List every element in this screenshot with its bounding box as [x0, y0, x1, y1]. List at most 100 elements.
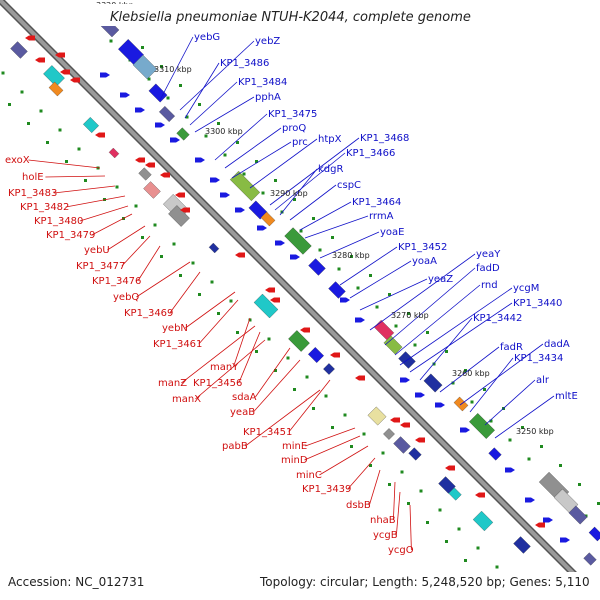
forward-gene-label: yoaA [412, 256, 437, 267]
reverse-leader-line [91, 213, 133, 236]
reverse-gene-arrow [95, 132, 105, 138]
reverse-gene-label: minC [296, 470, 322, 481]
forward-gene-block [284, 227, 312, 255]
reverse-gene-arrow [25, 35, 35, 41]
forward-gene-arrow [543, 517, 553, 523]
forward-leader-line [189, 81, 238, 126]
reverse-leader-line [319, 445, 369, 476]
reverse-gene-arrow [270, 297, 280, 303]
reverse-leader-line [137, 245, 161, 282]
forward-gene-block [308, 258, 326, 276]
forward-gene-arrow [560, 537, 570, 543]
reverse-gene-block [513, 536, 531, 554]
reverse-gene-arrow [300, 327, 310, 333]
track-dot [198, 293, 201, 296]
track-dot [166, 96, 170, 100]
forward-gene-arrow [195, 157, 205, 163]
accession-text: Accession: NC_012731 [8, 575, 144, 589]
forward-gene-label: KP1_3434 [514, 353, 563, 364]
forward-gene-block [159, 106, 175, 122]
forward-gene-block [383, 335, 403, 355]
reverse-leader-line [107, 225, 146, 251]
reverse-leader-line [304, 435, 361, 461]
track-dot [457, 527, 461, 531]
reverse-gene-label: KP1_3461 [153, 339, 202, 350]
reverse-gene-arrow [355, 375, 365, 381]
reverse-gene-block [383, 428, 395, 440]
forward-gene-label: ycgM [513, 283, 539, 294]
reverse-leader-line [169, 271, 201, 314]
track-dot [527, 457, 531, 461]
track-dot [375, 305, 379, 309]
track-dot [432, 362, 436, 366]
track-dot [464, 559, 467, 562]
reverse-gene-arrow [180, 207, 190, 213]
feature-blocks [10, 12, 600, 566]
reverse-gene-block [408, 447, 422, 461]
forward-leader-line [494, 395, 555, 439]
summary-text: Topology: circular; Length: 5,248,520 bp… [259, 575, 590, 589]
track-dot [559, 464, 562, 467]
track-dot [597, 502, 600, 505]
forward-gene-label: fadD [476, 263, 500, 274]
track-dot [267, 337, 271, 341]
reverse-gene-label: manY [210, 362, 239, 373]
track-dot [172, 242, 176, 246]
track-dot [362, 432, 366, 436]
track-dot [77, 147, 81, 151]
reverse-gene-label: holE [22, 172, 44, 183]
label-leader-lines [28, 36, 555, 551]
reverse-leader-line [288, 379, 331, 433]
track-dot [160, 65, 163, 68]
reverse-gene-arrow [160, 172, 170, 178]
reverse-gene-label: KP1_3480 [34, 216, 83, 227]
forward-leader-line [399, 287, 513, 366]
reverse-gene-block [108, 147, 120, 159]
reverse-gene-arrow [135, 157, 145, 163]
reverse-gene-block [43, 65, 65, 87]
track-dot [388, 293, 391, 296]
forward-gene-block [229, 170, 261, 202]
forward-gene-label: yeaZ [428, 274, 453, 285]
reverse-gene-block [48, 81, 64, 97]
forward-leader-line [469, 357, 514, 413]
track-dot [217, 312, 220, 315]
forward-leader-line [224, 127, 282, 169]
track-dot [305, 375, 309, 379]
forward-leader-line [159, 36, 194, 101]
forward-gene-arrow [290, 254, 300, 260]
track-dot [229, 299, 233, 303]
forward-gene-label: KP1_3442 [473, 313, 522, 324]
forward-leader-line [419, 317, 473, 381]
reverse-gene-label: KP1_3477 [76, 261, 125, 272]
forward-leader-line [459, 343, 544, 406]
scale-label: 3250 kbp [516, 427, 554, 436]
reverse-leader-line [195, 339, 266, 400]
forward-gene-arrow [400, 377, 410, 383]
reverse-leader-line [409, 504, 412, 551]
reverse-leader-line [347, 457, 376, 490]
reverse-gene-label: yebQ [113, 292, 139, 303]
forward-gene-label: yebZ [255, 36, 280, 47]
reverse-gene-label: manX [172, 394, 201, 405]
track-dot [426, 331, 429, 334]
track-dot [39, 109, 43, 113]
track-dot [324, 394, 328, 398]
reverse-gene-block [208, 242, 220, 254]
reverse-leader-line [396, 491, 401, 536]
forward-gene-label: KP1_3466 [346, 148, 395, 159]
track-dot [147, 77, 151, 81]
forward-leader-line [339, 246, 398, 286]
forward-gene-arrow [170, 137, 180, 143]
track-dot [445, 350, 448, 353]
forward-leader-line [369, 253, 476, 331]
reverse-gene-label: yebU [84, 245, 110, 256]
forward-gene-label: KP1_3464 [352, 197, 401, 208]
track-dot [293, 198, 296, 201]
forward-gene-label: KP1_3452 [398, 242, 447, 253]
forward-leader-line [194, 96, 255, 133]
reverse-gene-label: yeaB [230, 407, 255, 418]
track-dot [369, 464, 372, 467]
track-dot [20, 90, 24, 94]
